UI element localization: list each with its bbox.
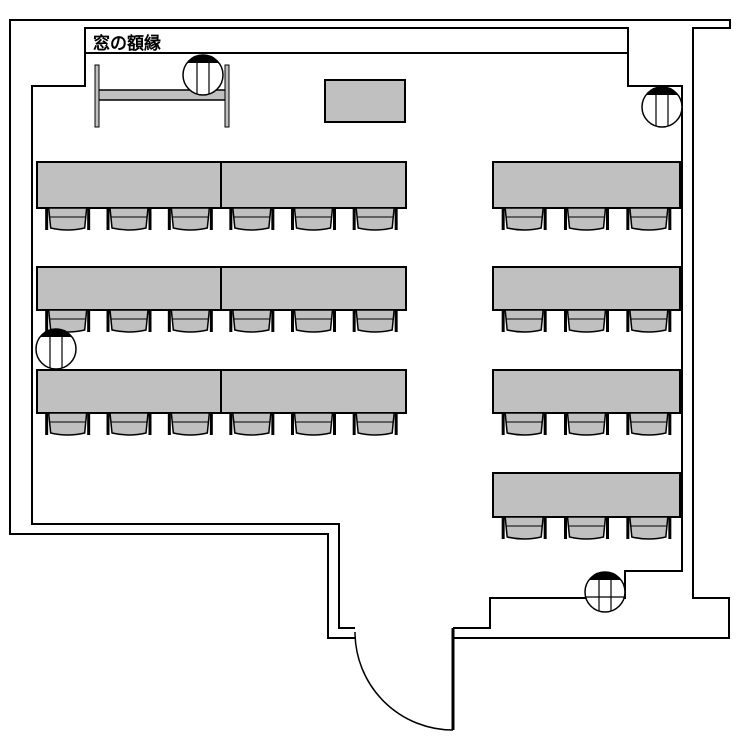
ceiling-light-icon (182, 54, 224, 96)
chair (501, 412, 547, 436)
desk-group (36, 266, 222, 333)
ceiling-light-icon (35, 328, 77, 370)
chair (45, 309, 91, 333)
desk-group (36, 369, 222, 436)
whiteboard (94, 64, 230, 128)
entrance-door[interactable] (354, 628, 455, 731)
ceiling-light-icon (584, 571, 626, 613)
desk (492, 472, 681, 518)
desk (220, 369, 407, 414)
desk (492, 161, 681, 209)
chair (229, 309, 275, 333)
desk-group (36, 161, 222, 231)
chair (106, 309, 152, 333)
desk-group (492, 369, 681, 436)
desk (36, 369, 222, 414)
chair (229, 412, 275, 436)
desk (36, 161, 222, 209)
chair (626, 207, 672, 231)
desk-group (492, 472, 681, 540)
chair (45, 207, 91, 231)
chair (501, 207, 547, 231)
desk-group (492, 266, 681, 333)
inner-wall (31, 52, 683, 629)
desk (220, 266, 407, 311)
chair (352, 207, 398, 231)
window-frame (84, 27, 629, 54)
chair (167, 309, 213, 333)
chair (626, 309, 672, 333)
desk (36, 266, 222, 311)
chair (564, 516, 609, 540)
desk-group (492, 161, 681, 231)
chair (501, 516, 547, 540)
lectern (324, 79, 406, 123)
desk-group (220, 369, 407, 436)
desk (492, 369, 681, 414)
chair (352, 412, 398, 436)
chair (564, 412, 609, 436)
chair (106, 207, 152, 231)
chair (626, 516, 672, 540)
chair (291, 207, 336, 231)
chair (167, 207, 213, 231)
chair (564, 309, 609, 333)
chair (167, 412, 213, 436)
desk (220, 161, 407, 209)
ceiling-light-icon (641, 86, 683, 128)
desk (492, 266, 681, 311)
chair (564, 207, 609, 231)
outer-wall (9, 19, 731, 730)
desk-group (220, 161, 407, 231)
window-frame-label: 窓の額縁 (93, 33, 161, 54)
chair (106, 412, 152, 436)
chair (501, 309, 547, 333)
chair (352, 309, 398, 333)
chair (291, 412, 336, 436)
chair (229, 207, 275, 231)
chair (291, 309, 336, 333)
chair (45, 412, 91, 436)
chair (626, 412, 672, 436)
desk-group (220, 266, 407, 333)
